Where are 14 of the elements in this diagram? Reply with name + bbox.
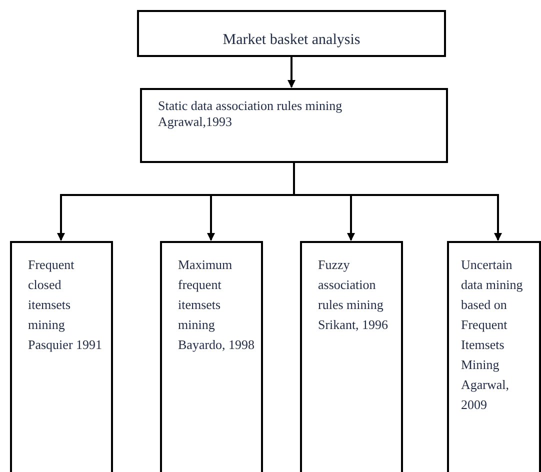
box-label: Market basket analysis [222,30,360,50]
process-box [10,241,113,472]
process-box [160,241,263,472]
process-box [140,88,448,163]
process-box [300,241,403,472]
box-label: Fuzzy association rules mining Srikant, 1996 [318,256,390,334]
box-label: Maximum frequent itemsets mining Bayardo, 1998 [178,256,256,354]
box-label: Frequent closed itemsets mining Pasquier 1991 [28,256,104,354]
box-label: Static data association rules mining Agrawal,1993 [158,98,344,130]
arrow [288,57,296,88]
process-box [137,10,446,57]
box-label: Uncertain data mining based on Frequent Itemsets Mining Agarwal, 2009 [461,256,524,414]
process-box [447,241,541,472]
arrow [293,163,502,241]
